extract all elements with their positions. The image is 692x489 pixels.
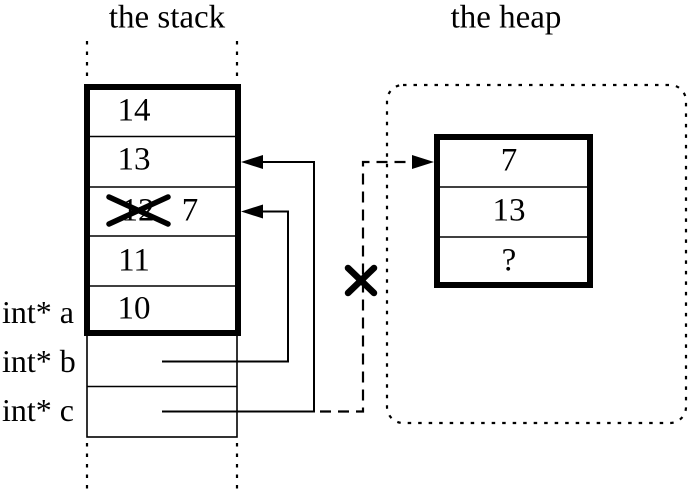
heap-cell-value: 13: [492, 192, 526, 229]
broken-pointer-cross-icon: [344, 264, 378, 297]
heap-cell-value: ?: [501, 242, 517, 279]
pointer-label-c: int* c: [2, 392, 74, 428]
stack-cell-value: 10: [117, 290, 151, 327]
stack-cell-value: 13: [117, 141, 151, 178]
heap-region-border: [385, 83, 688, 425]
stack-cell-value: 11: [118, 242, 150, 279]
pointer-cells-box: [86, 333, 238, 438]
cross-out-icon: [106, 194, 171, 227]
pointer-c-line: [162, 161, 315, 413]
heap-cell-value: 7: [500, 142, 518, 179]
arrowhead-into-stack-7-icon: [241, 204, 263, 219]
stack-frame-box: [84, 84, 241, 336]
pointer-label-a: int* a: [2, 294, 74, 330]
heap-title: the heap: [450, 0, 562, 36]
pointer-b-line: [162, 210, 289, 363]
stack-cell-value: 14: [117, 92, 151, 129]
pointer-label-b: int* b: [2, 343, 76, 379]
heap-object-box: [434, 134, 593, 288]
stack-cell-replacement-value: 7: [181, 192, 199, 229]
arrowhead-into-stack-13-icon: [241, 155, 263, 169]
stack-cell-value-crossed: 12: [121, 192, 155, 229]
stack-title: the stack: [108, 0, 226, 36]
arrowhead-into-heap-icon: [412, 155, 434, 169]
